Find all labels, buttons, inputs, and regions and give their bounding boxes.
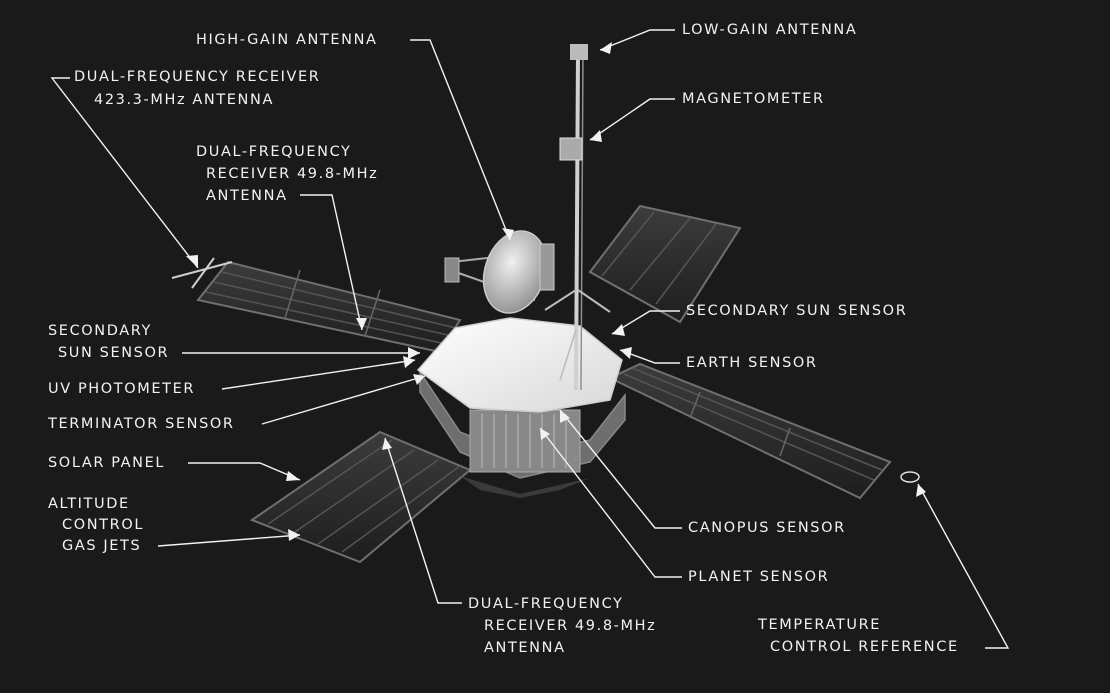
altitude-control-label-line1: ALTITUDE [48, 496, 130, 512]
altitude-control-label-line3: GAS JETS [62, 538, 142, 554]
secondary-sun-sensor-left-label-line2: SUN SENSOR [58, 345, 170, 361]
secondary-sun-sensor-left-label-line1: SECONDARY [48, 323, 152, 339]
temperature-reference-element [900, 471, 920, 483]
dual-frequency-49-top-label-line1: DUAL-FREQUENCY [196, 144, 352, 160]
solar-panel-lower-right [607, 362, 892, 500]
dual-frequency-49-bottom-label-line2: RECEIVER 49.8-MHz [484, 618, 657, 634]
temperature-control-label-line2: CONTROL REFERENCE [770, 639, 959, 655]
uhf-antenna [171, 257, 233, 289]
secondary-sun-sensor-right-label: SECONDARY SUN SENSOR [686, 303, 908, 319]
solar-panel-label: SOLAR PANEL [48, 455, 166, 471]
arrow-heads [186, 42, 926, 541]
leader-lines [50, 29, 1010, 649]
dual-frequency-49-bottom-label-line3: ANTENNA [484, 640, 566, 656]
solar-panel-upper-left [196, 260, 462, 354]
dual-frequency-49-top-label-line3: ANTENNA [206, 188, 288, 204]
magnetometer-label: MAGNETOMETER [682, 91, 825, 107]
low-gain-antenna-label: LOW-GAIN ANTENNA [682, 22, 858, 38]
canopus-sensor-label: CANOPUS SENSOR [688, 520, 846, 536]
dual-frequency-423-label-line1: DUAL-FREQUENCY RECEIVER [74, 69, 321, 85]
high-gain-antenna-label: HIGH-GAIN ANTENNA [196, 32, 378, 48]
dual-frequency-423-label-line2: 423.3-MHz ANTENNA [94, 92, 274, 108]
solar-panel-upper-right [588, 204, 742, 324]
high-gain-antenna-dish [444, 230, 555, 314]
earth-sensor-label: EARTH SENSOR [686, 355, 818, 371]
antenna-mast [544, 44, 611, 391]
altitude-control-label-line2: CONTROL [62, 517, 145, 533]
dual-frequency-49-top-label-line2: RECEIVER 49.8-MHz [206, 166, 379, 182]
dual-frequency-49-bottom-label-line1: DUAL-FREQUENCY [468, 596, 624, 612]
temperature-control-label-line1: TEMPERATURE [758, 617, 882, 633]
planet-sensor-label: PLANET SENSOR [688, 569, 830, 585]
spacecraft-bus [416, 317, 626, 498]
uv-photometer-label: UV PHOTOMETER [48, 381, 196, 397]
terminator-sensor-label: TERMINATOR SENSOR [48, 416, 235, 432]
